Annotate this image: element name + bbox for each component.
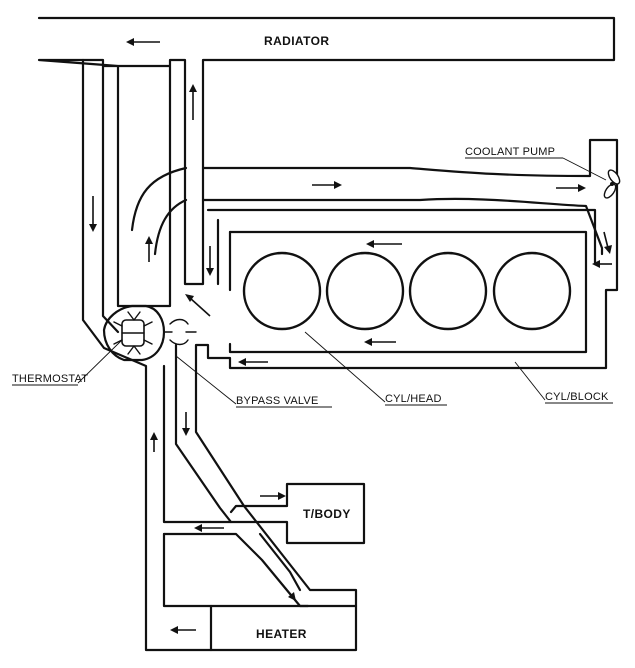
radiator: RADIATOR xyxy=(37,16,616,308)
flow-arrow xyxy=(194,524,224,532)
flow-arrow xyxy=(556,184,586,192)
outlet-bend xyxy=(130,166,188,256)
flow-arrow xyxy=(312,181,342,189)
flow-arrow xyxy=(185,294,211,317)
tbody-label: T/BODY xyxy=(303,507,351,521)
flow-arrow xyxy=(89,196,97,232)
flow-arrow xyxy=(145,236,153,262)
flow-arrow xyxy=(260,492,286,500)
radiator-outlet-hose xyxy=(81,58,358,652)
cyl-block-label: CYL/BLOCK xyxy=(545,391,609,403)
radiator-label: RADIATOR xyxy=(264,34,329,48)
flow-arrow xyxy=(592,260,612,268)
cylinder-2 xyxy=(325,251,405,331)
flow-arrow xyxy=(206,246,214,276)
callout-cyl-head: CYL/HEAD xyxy=(304,331,447,406)
flow-arrow xyxy=(126,38,160,46)
callout-bypass-valve: BYPASS VALVE xyxy=(175,355,332,408)
flow-arrow xyxy=(366,240,402,248)
flow-arrow xyxy=(238,358,268,366)
cylinder-1 xyxy=(242,251,322,331)
coolant-pump xyxy=(603,169,621,199)
flow-arrow xyxy=(189,84,197,120)
cylinder-3 xyxy=(408,251,488,331)
heater-label: HEATER xyxy=(256,627,307,641)
cyl-head-label: CYL/HEAD xyxy=(385,393,442,405)
thermostat-label: THERMOSTAT xyxy=(12,373,88,385)
flow-arrow xyxy=(170,626,196,634)
flow-arrows xyxy=(89,38,612,634)
flow-arrow xyxy=(182,412,190,436)
water-jacket xyxy=(174,138,619,545)
callout-coolant-pump: COOLANT PUMP xyxy=(465,146,607,181)
flow-arrow xyxy=(150,432,158,452)
bypass-valve xyxy=(163,318,197,346)
bypass-valve-label: BYPASS VALVE xyxy=(236,395,319,407)
flow-arrow xyxy=(281,583,296,601)
thermostat xyxy=(102,304,166,362)
cylinders xyxy=(242,251,572,331)
coolant-pump-label: COOLANT PUMP xyxy=(465,146,555,158)
flow-arrow xyxy=(603,231,612,254)
callout-thermostat: THERMOSTAT xyxy=(12,339,123,386)
cylinder-4 xyxy=(492,251,572,331)
flow-arrow xyxy=(364,338,396,346)
heater-lines xyxy=(162,364,358,652)
callout-cyl-block: CYL/BLOCK xyxy=(514,361,613,404)
